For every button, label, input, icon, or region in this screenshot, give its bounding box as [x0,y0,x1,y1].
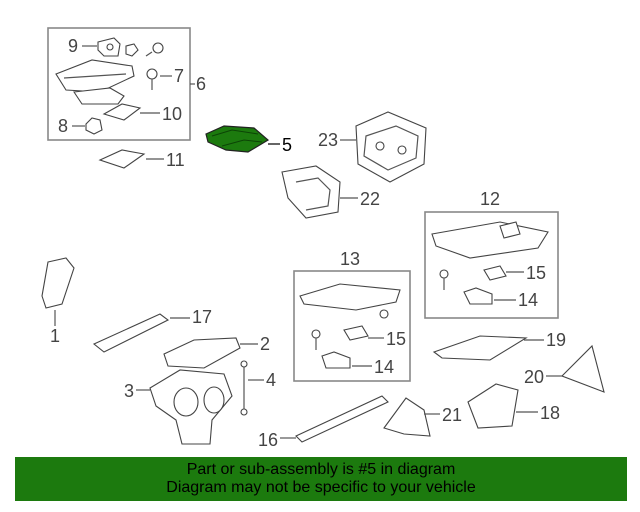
part-1-trim[interactable] [41,257,75,309]
part-12-console-panel[interactable] [431,221,549,259]
callout-7: 7 [174,66,184,86]
callout-16: 16 [258,430,278,450]
part-20-wedge[interactable] [561,344,605,393]
callout-15a: 15 [526,263,546,283]
part-15-clip-a[interactable] [483,265,507,281]
part-8-knob[interactable] [85,117,103,135]
part-23-bracket[interactable] [355,111,427,183]
part-11-pad[interactable] [98,149,146,169]
part-clip [125,42,164,57]
callout-23: 23 [318,130,338,150]
callout-15b: 15 [386,329,406,349]
group-box-13 [293,270,411,382]
callout-13: 13 [340,249,360,269]
part-5-highlighted[interactable] [205,125,270,153]
callout-10: 10 [162,104,182,124]
part-14-bracket-b[interactable] [321,351,351,369]
part-13-panel[interactable] [299,283,401,311]
parts-diagram: 9 7 6 10 8 11 5 [41,27,605,450]
callout-8: 8 [58,116,68,136]
part-22-bracket[interactable] [281,165,341,219]
part-3-console-base[interactable] [149,369,233,445]
callout-14a: 14 [518,290,538,310]
callout-9: 9 [68,36,78,56]
part-19-tray[interactable] [432,335,528,361]
callout-11: 11 [166,150,185,170]
part-2-lid[interactable] [163,337,241,369]
callout-14b: 14 [374,357,394,377]
callout-3: 3 [124,381,134,401]
part-4-rod[interactable] [240,360,248,416]
footer-banner: Part or sub-assembly is #5 in diagram Di… [15,457,627,501]
part-21-trim[interactable] [383,397,431,437]
footer-line-2: Diagram may not be specific to your vehi… [166,479,476,496]
callout-6: 6 [196,74,206,94]
callout-22: 22 [360,189,380,209]
part-14-bracket-a[interactable] [463,287,493,305]
part-10-mat[interactable] [102,103,142,121]
part-7-screw[interactable] [146,68,158,90]
callout-5: 5 [282,135,292,155]
part-9[interactable] [97,37,121,57]
callout-17: 17 [192,307,212,327]
part-6-tray[interactable] [55,59,135,105]
callout-2: 2 [260,334,270,354]
callout-4: 4 [266,370,276,390]
part-15-clip-b[interactable] [343,325,369,341]
part-17-strip[interactable] [92,313,170,353]
part-18-bracket[interactable] [467,383,519,429]
callout-20: 20 [524,367,544,387]
callout-19: 19 [546,330,566,350]
part-16-side-trim[interactable] [295,395,389,443]
callout-21: 21 [442,405,462,425]
part-screw-13 [311,309,389,350]
callout-1: 1 [50,326,60,346]
footer-line-1: Part or sub-assembly is #5 in diagram [186,461,456,478]
group-box-12 [424,211,559,319]
callout-12: 12 [480,189,500,209]
part-screw-12 [439,269,449,290]
callout-18: 18 [540,403,560,423]
